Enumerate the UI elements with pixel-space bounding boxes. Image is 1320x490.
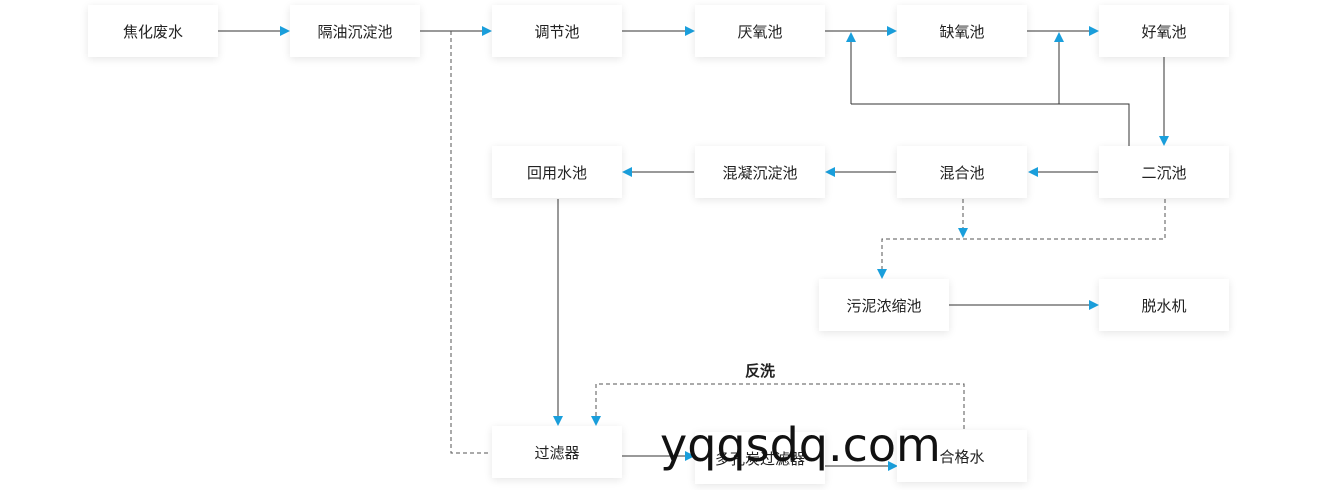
node-secondary-clarifier: 二沉池: [1099, 146, 1229, 198]
node-regulating-tank: 调节池: [492, 5, 622, 57]
edge-backwash: [591, 383, 965, 429]
edge-recycle-line: [851, 103, 1130, 146]
edge-bypass-dashed: [450, 31, 491, 454]
label-backwash: 反洗: [745, 362, 776, 380]
node-anaerobic-tank: 厌氧池: [695, 5, 825, 57]
node-filter: 过滤器: [492, 426, 622, 478]
node-reuse-tank: 回用水池: [492, 146, 622, 198]
node-coking-wastewater: 焦化废水: [88, 5, 218, 57]
node-qualified-water: 合格水: [897, 430, 1027, 482]
node-aerobic-tank: 好氧池: [1099, 5, 1229, 57]
node-sludge-thickener: 污泥浓缩池: [819, 279, 949, 331]
node-mixing-tank: 混合池: [897, 146, 1027, 198]
node-carbon-filter: 多孔炭过滤器: [695, 432, 825, 484]
node-coagulation-tank: 混凝沉淀池: [695, 146, 825, 198]
node-dewatering-machine: 脱水机: [1099, 279, 1229, 331]
node-oil-separation-tank: 隔油沉淀池: [290, 5, 420, 57]
node-anoxic-tank: 缺氧池: [897, 5, 1027, 57]
edge-secondary-sludge: [877, 199, 1166, 279]
